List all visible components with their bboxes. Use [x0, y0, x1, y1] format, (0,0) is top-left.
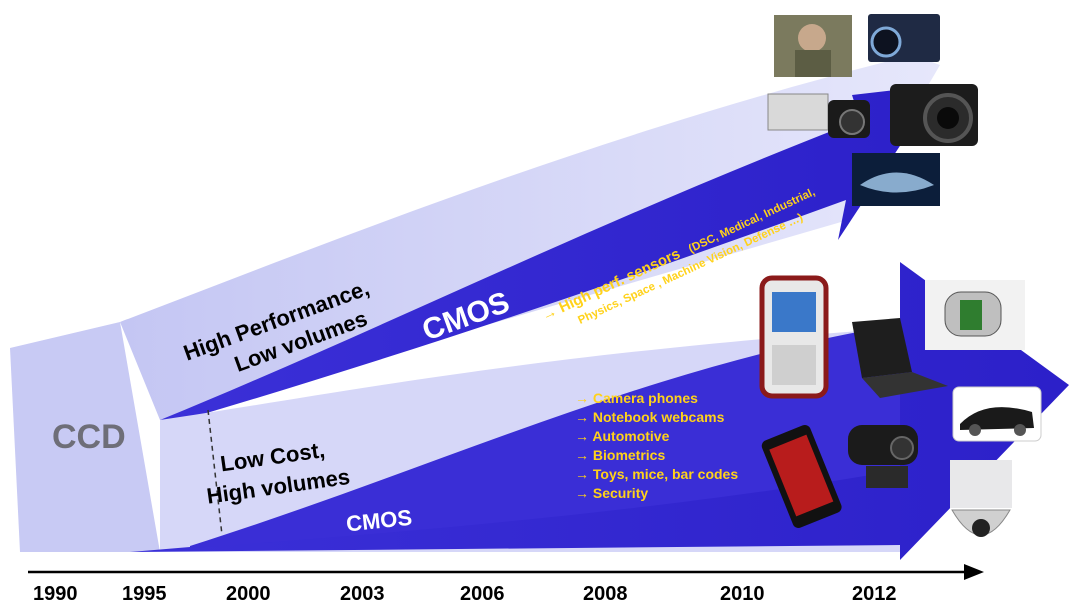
timeline-arrowhead — [964, 564, 984, 580]
app-item: → Security — [575, 485, 648, 501]
timeline-years: 1990 1995 2000 2003 2006 2008 2010 2012 — [33, 583, 897, 603]
ccd-region — [10, 322, 160, 552]
applications-list: → Camera phones → Notebook webcams → Aut… — [575, 390, 738, 501]
year-label: 2012 — [852, 583, 897, 603]
app-item: → Automotive — [575, 428, 670, 444]
year-label: 1995 — [122, 583, 167, 603]
year-label: 2008 — [583, 583, 628, 603]
soldier-photo — [774, 15, 852, 77]
app-item: → Toys, mice, bar codes — [575, 466, 738, 482]
year-label: 2003 — [340, 583, 385, 603]
year-label: 2000 — [226, 583, 271, 603]
capsule-sensor-photo — [925, 280, 1025, 350]
mobile-phone-photo — [759, 275, 829, 399]
app-item: → Camera phones — [575, 390, 698, 406]
machine-vision-camera-photo — [767, 93, 870, 138]
year-2000-marker — [207, 409, 223, 536]
industrial-camera-photo — [868, 14, 940, 62]
webcam-photo — [848, 425, 918, 488]
laptop-photo — [852, 318, 948, 398]
high-performance-arrow — [120, 42, 940, 420]
dental-xray-photo — [852, 153, 940, 206]
cmos-high-perf-arrow — [160, 85, 940, 420]
app-item: → Biometrics — [575, 447, 665, 463]
year-label: 2010 — [720, 583, 765, 603]
year-label: 2006 — [460, 583, 505, 603]
year-label: 1990 — [33, 583, 78, 603]
app-item: → Notebook webcams — [575, 409, 725, 425]
ccd-label: CCD — [52, 418, 126, 456]
cmos-high-volume-arrow — [130, 262, 1069, 560]
cmos-high-volume-body — [190, 328, 900, 548]
sports-car-photo — [952, 386, 1042, 442]
dslr-camera-photo — [890, 84, 978, 146]
security-dome-camera-photo — [950, 460, 1012, 537]
touch-phone-photo — [761, 424, 842, 528]
